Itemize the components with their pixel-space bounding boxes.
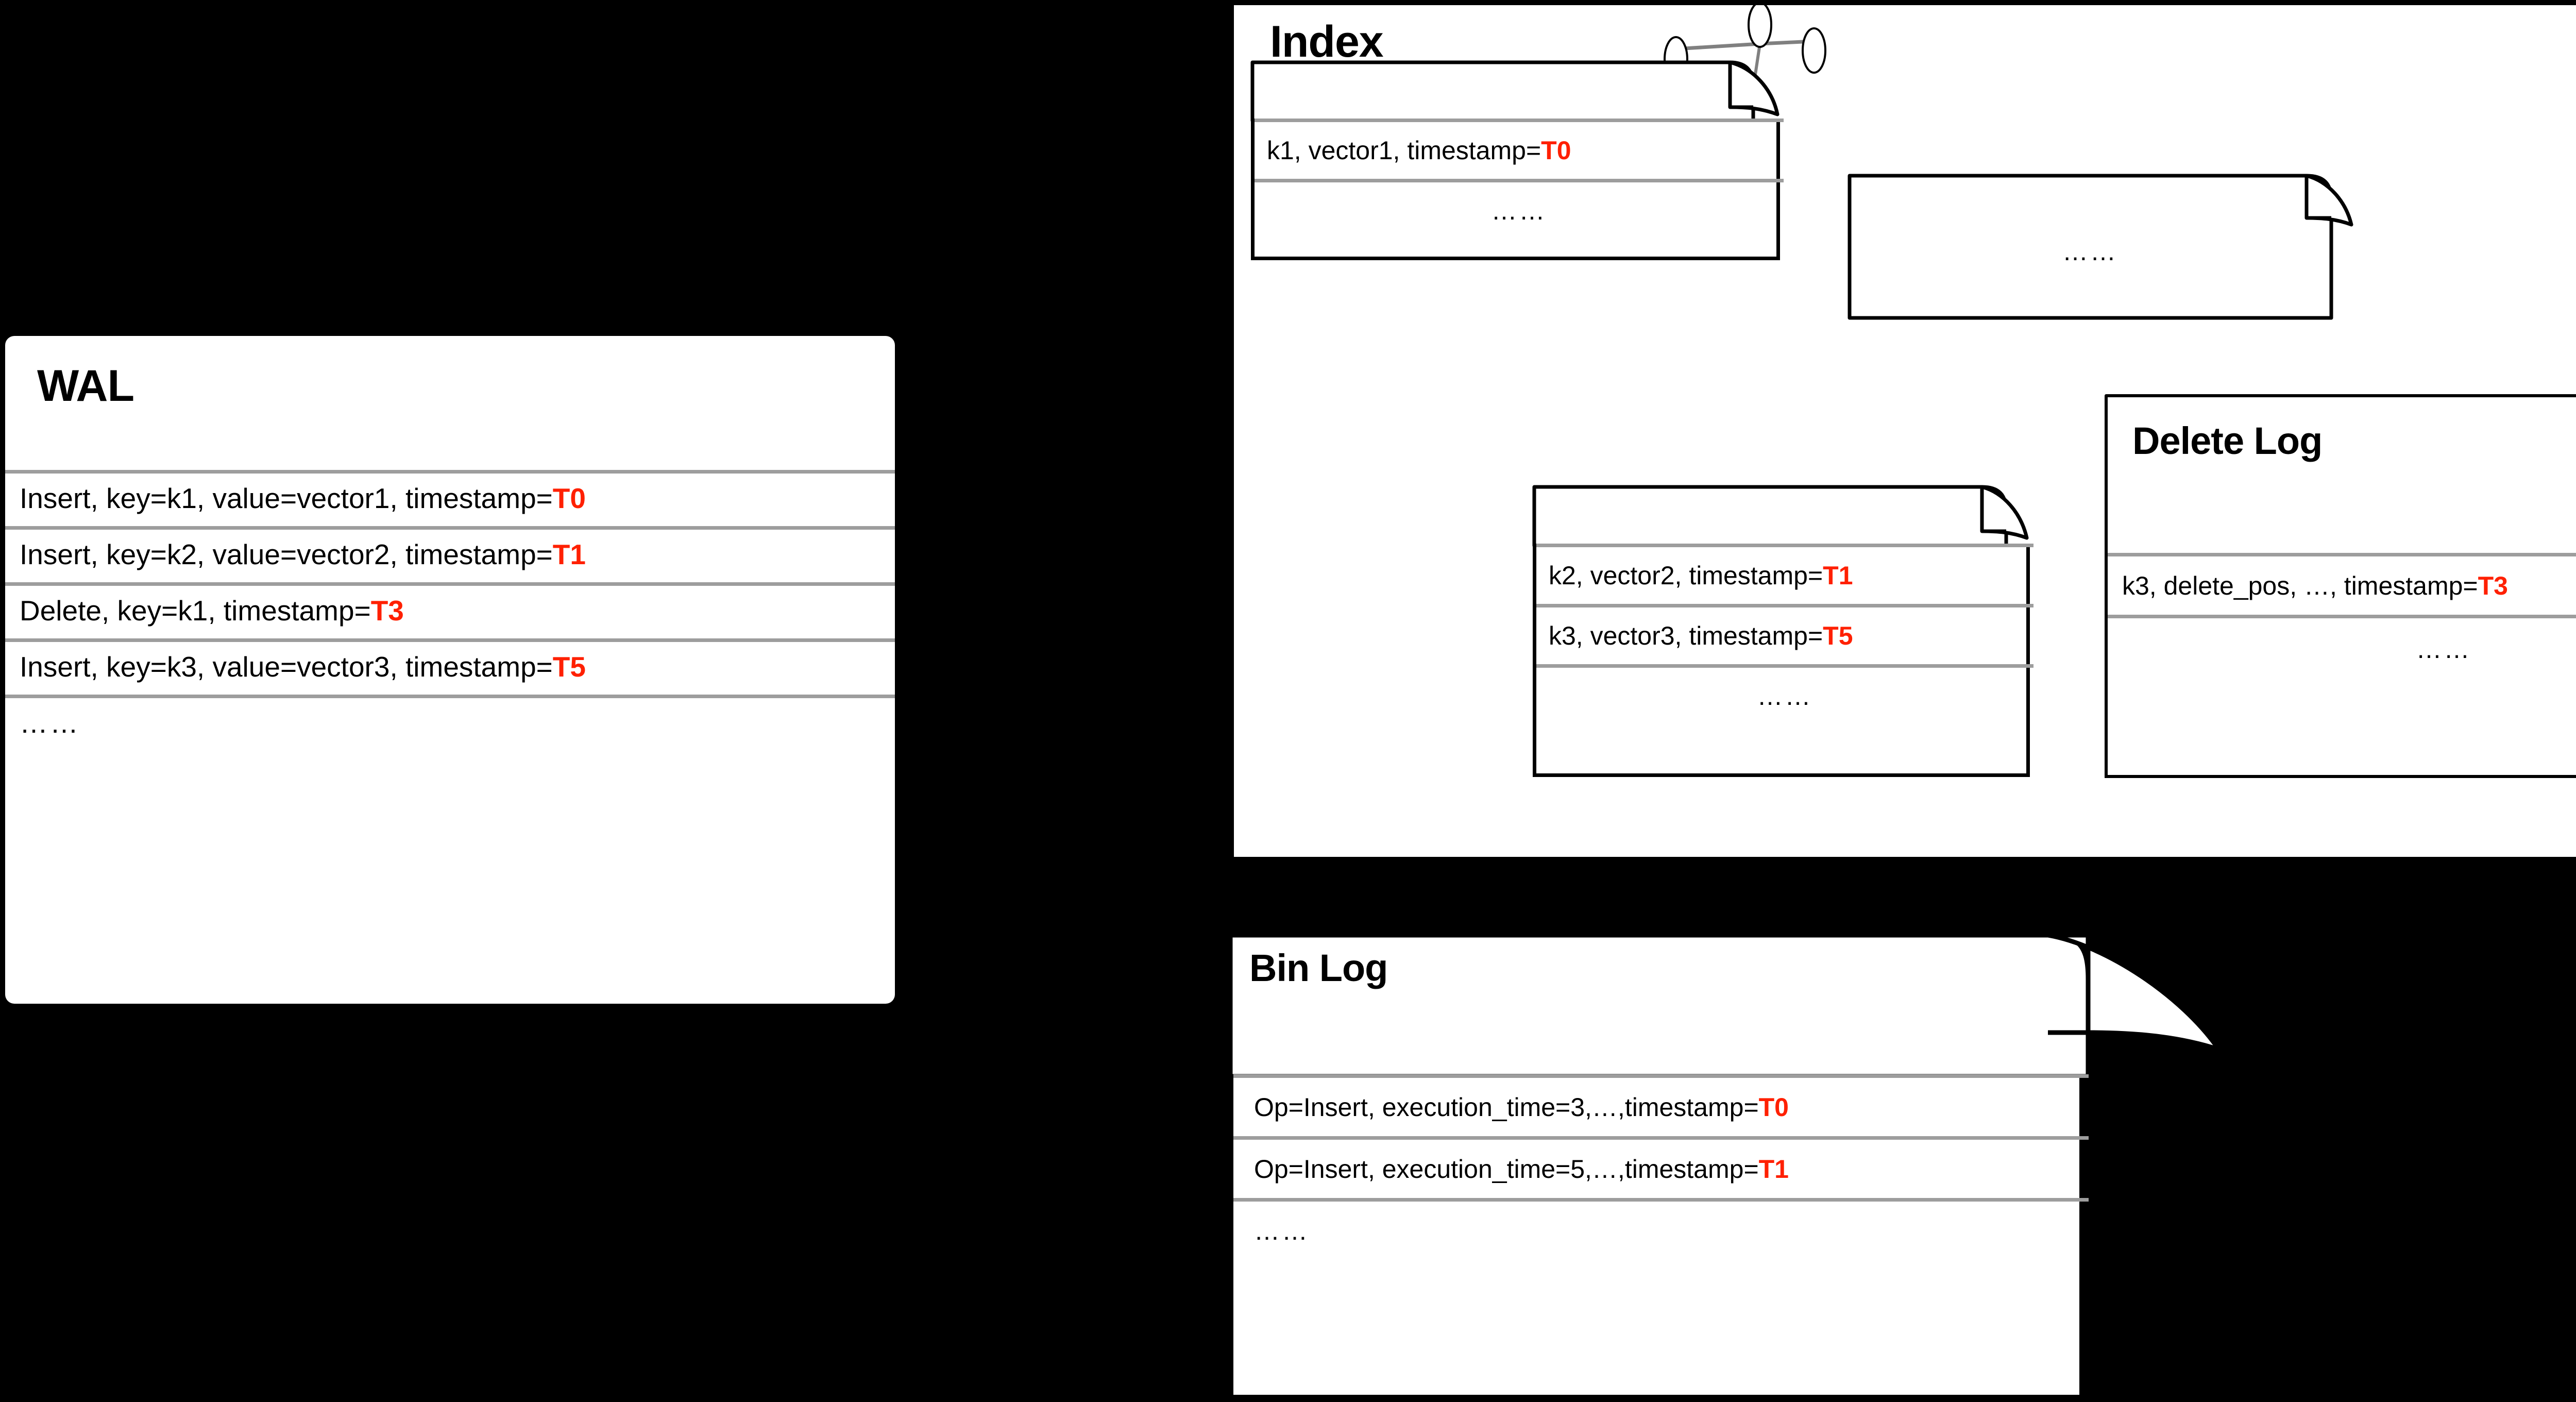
wal-separator [5, 582, 895, 586]
wal-row: Insert, key=k2, value=vector2, timestamp… [5, 526, 895, 582]
card-separator [1233, 1074, 2089, 1078]
wal-row-ellipsis: …… [20, 706, 80, 739]
card-row-timestamp: T0 [1541, 136, 1571, 165]
card-row-timestamp: T3 [2478, 571, 2508, 600]
card-row: …… [1254, 1202, 1310, 1260]
leaf-card-k2-k3-body: k2, vector2, timestamp=T1 k3, vector3, t… [1533, 544, 2033, 777]
card-separator [1233, 1198, 2089, 1202]
card-row-ellipsis: …… [2062, 237, 2118, 266]
card-row: k1, vector1, timestamp=T0 [1267, 122, 1571, 179]
tree-node-root [1748, 5, 1772, 48]
card-row: …… [1536, 668, 2033, 724]
card-row: …… [2108, 618, 2576, 680]
leaf-card-k1-body: k1, vector1, timestamp=T0 …… [1251, 119, 1784, 260]
card-separator [1536, 664, 2033, 668]
wal-row-timestamp: T5 [552, 650, 586, 683]
bin-log-card: Bin Log [1228, 933, 2223, 1079]
wal-row-text: Insert, key=k3, value=vector3, timestamp… [20, 650, 553, 683]
card-row-text: k3, delete_pos, …, timestamp= [2122, 571, 2478, 600]
wal-separator [5, 526, 895, 530]
bin-log-title: Bin Log [1249, 947, 1388, 989]
tree-node-right [1802, 27, 1826, 74]
card-separator [1536, 544, 2033, 547]
card-row-text: k3, vector3, timestamp= [1549, 621, 1823, 650]
card-row-timestamp: T5 [1823, 621, 1853, 650]
card-row-ellipsis: …… [2416, 635, 2472, 664]
folded-corner-icon [1848, 174, 2353, 320]
leaf-card-k2-k3 [1532, 485, 2030, 548]
card-row-ellipsis: …… [1491, 196, 1547, 225]
folded-corner-icon [1228, 933, 2222, 1079]
folded-corner-icon [2105, 394, 2576, 556]
wal-separator [5, 638, 895, 642]
tree-edge-left [1675, 42, 1760, 51]
card-row-ellipsis: …… [1254, 1216, 1310, 1245]
card-separator [2108, 615, 2576, 618]
wal-row-timestamp: T3 [370, 594, 404, 627]
index-panel: Index k1, vector1, timestamp=T0 …… [1234, 5, 2576, 857]
card-separator [1233, 1136, 2089, 1140]
card-row: …… [1848, 223, 2332, 280]
folded-corner-icon [1532, 485, 2029, 548]
bin-log-body: Op=Insert, execution_time=3,…,timestamp=… [1229, 1074, 2089, 1399]
card-row: k3, vector3, timestamp=T5 [1549, 607, 1853, 664]
card-row: Op=Insert, execution_time=3,…,timestamp=… [1254, 1078, 1789, 1136]
wal-panel: WAL Insert, key=k1, value=vector1, times… [5, 336, 895, 1004]
card-row-timestamp: T1 [1823, 561, 1853, 590]
card-row: k3, delete_pos, …, timestamp=T3 [2122, 556, 2508, 615]
card-row-text: Op=Insert, execution_time=5,…,timestamp= [1254, 1154, 1759, 1184]
delete-log-card: Delete Log [2105, 394, 2576, 556]
delete-log-body: k3, delete_pos, …, timestamp=T3 …… [2105, 553, 2576, 778]
wal-row-text: Delete, key=k1, timestamp= [20, 594, 371, 627]
index-title: Index [1270, 17, 1384, 66]
card-row-timestamp: T1 [1758, 1154, 1789, 1184]
wal-row: …… [5, 695, 895, 751]
wal-row-timestamp: T1 [552, 538, 586, 570]
folded-corner-icon [1250, 60, 1780, 123]
card-row: k2, vector2, timestamp=T1 [1549, 547, 1853, 604]
card-separator [1255, 179, 1784, 182]
wal-separator [5, 470, 895, 474]
wal-row: Insert, key=k1, value=vector1, timestamp… [5, 470, 895, 526]
wal-row-timestamp: T0 [552, 482, 586, 514]
card-row-text: k2, vector2, timestamp= [1549, 561, 1823, 590]
card-row-text: k1, vector1, timestamp= [1267, 136, 1541, 165]
delete-log-title: Delete Log [2132, 419, 2323, 462]
leaf-card-k1 [1250, 60, 1780, 123]
card-row-timestamp: T0 [1758, 1092, 1789, 1122]
wal-separator [5, 695, 895, 698]
wal-row: Insert, key=k3, value=vector3, timestamp… [5, 638, 895, 695]
card-row-ellipsis: …… [1757, 682, 1813, 711]
card-separator [1255, 119, 1784, 122]
wal-row-text: Insert, key=k1, value=vector1, timestamp… [20, 482, 553, 514]
card-row-text: Op=Insert, execution_time=3,…,timestamp= [1254, 1092, 1759, 1122]
wal-row-text: Insert, key=k2, value=vector2, timestamp… [20, 538, 553, 570]
card-separator [2108, 553, 2576, 556]
wal-row: Delete, key=k1, timestamp=T3 [5, 582, 895, 638]
leaf-card-ellipsis: …… [1848, 174, 2354, 320]
card-row: Op=Insert, execution_time=5,…,timestamp=… [1254, 1140, 1789, 1198]
wal-title: WAL [37, 361, 134, 411]
card-row: …… [1255, 182, 1784, 239]
card-separator [1536, 604, 2033, 607]
